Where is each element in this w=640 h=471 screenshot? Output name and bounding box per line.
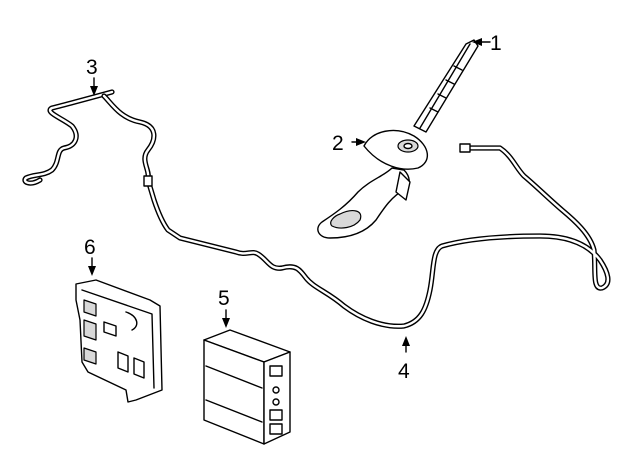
callout-5-label: 5 bbox=[218, 287, 230, 310]
part-2-antenna-base bbox=[317, 129, 428, 239]
callout-1: 1 bbox=[472, 32, 502, 55]
callout-6-label: 6 bbox=[84, 236, 96, 259]
part-5-module bbox=[203, 329, 291, 445]
callout-2-label: 2 bbox=[332, 132, 344, 155]
part-1-antenna-mast bbox=[413, 39, 479, 133]
callout-3: 3 bbox=[86, 56, 98, 96]
callout-6: 6 bbox=[84, 236, 96, 276]
callout-2: 2 bbox=[332, 132, 366, 155]
callout-5: 5 bbox=[218, 287, 230, 328]
callout-4: 4 bbox=[398, 336, 410, 383]
callout-4-label: 4 bbox=[398, 360, 410, 383]
part-4-cable bbox=[143, 143, 611, 329]
part-6-bracket bbox=[75, 279, 163, 403]
part-3-cable bbox=[22, 89, 157, 186]
cable-connector-left bbox=[143, 175, 153, 187]
cable-connector-right bbox=[459, 143, 471, 153]
callout-1-label: 1 bbox=[490, 32, 502, 55]
callout-3-label: 3 bbox=[86, 56, 98, 79]
